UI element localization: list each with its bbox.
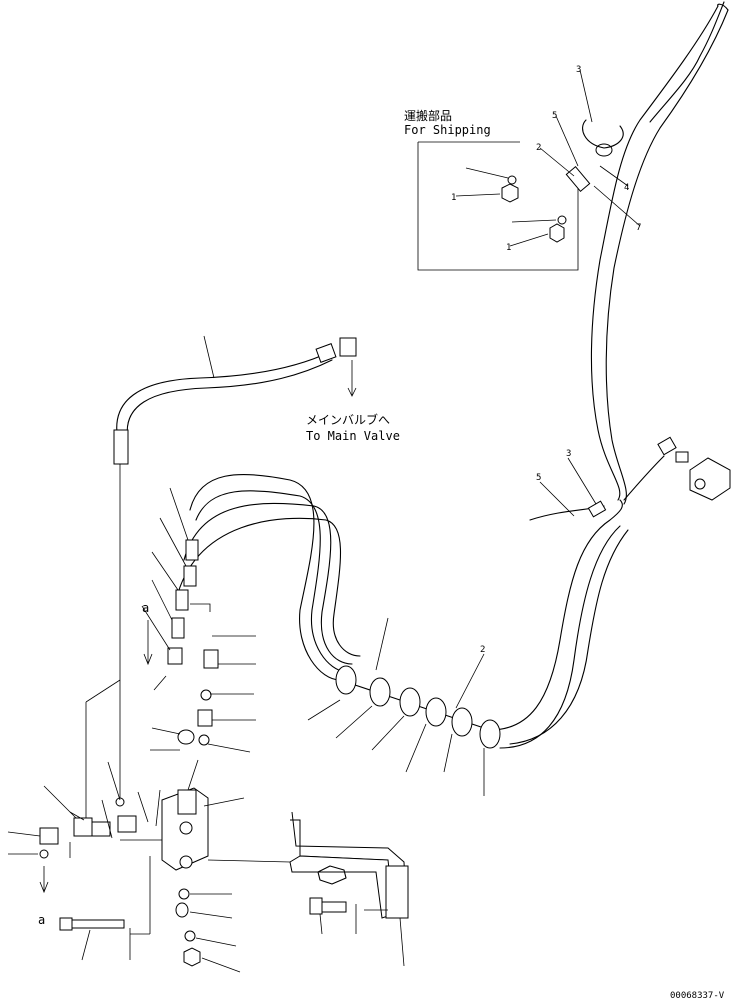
elbow-nut-right — [675, 451, 689, 463]
hose-clamp-top — [595, 143, 613, 157]
long-hose-right: 3 5 2 4 7 — [536, 1, 729, 505]
plug-shipping-upper — [501, 183, 519, 203]
elbow-far-left — [39, 827, 59, 845]
elbow-fitting-main-valve — [339, 337, 357, 357]
valve-top-fitting — [177, 789, 197, 815]
callout-1-shipping-b: 1 — [506, 243, 511, 253]
adapter-top-valve — [117, 815, 137, 833]
connector-block-right — [689, 457, 731, 501]
adapter-b — [197, 709, 213, 727]
elbow-left-valve — [73, 817, 93, 837]
shipping-parts-group: 運搬部品 For Shipping 1 1 — [404, 108, 579, 271]
o-ring-d — [198, 734, 210, 746]
elbow-adapter — [203, 649, 219, 669]
fitting-l4 — [171, 617, 185, 639]
bracket-bolt-shank — [321, 901, 347, 913]
bolt-head — [59, 917, 73, 931]
callout-1-shipping-a: 1 — [451, 193, 456, 203]
right-elbow-block — [623, 436, 731, 501]
callout-2-top: 2 — [536, 143, 541, 153]
bracket-end-plate — [385, 865, 409, 919]
mounting-bracket — [289, 811, 409, 967]
callout-5-clamp: 5 — [536, 473, 541, 483]
fitting-l5 — [167, 647, 183, 665]
hose-end-right — [315, 343, 337, 363]
drawing-number: 00068337-V — [670, 991, 725, 1001]
o-ring-a — [200, 689, 212, 701]
plug-c — [177, 729, 195, 745]
main-valve-label-jp: メインバルブへ — [306, 412, 390, 427]
callout-3-clamp: 3 — [566, 449, 571, 459]
callout-a-upper: a — [142, 601, 149, 615]
o-ring-shipping-upper — [507, 175, 517, 185]
valve-block-assembly: a — [7, 679, 291, 973]
nipple-left-valve — [91, 821, 111, 837]
o-ring-under-1 — [178, 888, 190, 900]
left-fittings: a — [141, 487, 256, 753]
fitting-l3 — [175, 589, 189, 611]
main-valve-label-en: To Main Valve — [306, 429, 400, 443]
hose-fitting-top — [565, 166, 591, 192]
bolt-shank — [71, 919, 125, 929]
hose-sleeve-1 — [335, 665, 357, 695]
shipping-box-frame — [417, 142, 579, 271]
shipping-label-en: For Shipping — [404, 123, 491, 137]
bracket-bolt-head — [309, 897, 323, 915]
hose-sleeve-6 — [479, 719, 501, 749]
main-valve-hose: メインバルブへ To Main Valve — [113, 335, 400, 800]
callout-3-top: 3 — [576, 65, 581, 75]
plug-under-1 — [175, 902, 189, 918]
callout-4-top: 4 — [624, 183, 629, 193]
o-ring-under-2 — [184, 930, 196, 942]
hose-sleeve-3 — [399, 687, 421, 717]
hose-sleeve-5 — [451, 707, 473, 737]
hose-end-left — [113, 429, 129, 465]
o-ring-shipping-lower — [557, 215, 567, 225]
hose-bundle: 3 5 2 — [175, 449, 629, 796]
callout-a-lower: a — [38, 913, 45, 927]
hose-sleeve-4 — [425, 697, 447, 727]
elbow-fitting-right — [657, 436, 677, 456]
callout-2-bundle: 2 — [480, 645, 485, 655]
o-ring-far-left — [39, 849, 49, 859]
shipping-label-jp: 運搬部品 — [404, 108, 452, 123]
hose-sleeve-2 — [369, 677, 391, 707]
callout-7-top: 7 — [636, 223, 641, 233]
plug-under-2 — [183, 947, 201, 967]
hose-clamp-right — [587, 500, 607, 518]
o-ring-top-valve — [115, 797, 125, 807]
callout-5-top: 5 — [552, 111, 557, 121]
plug-shipping-lower — [549, 223, 565, 243]
fitting-l1 — [185, 539, 199, 561]
fitting-l2 — [183, 565, 197, 587]
